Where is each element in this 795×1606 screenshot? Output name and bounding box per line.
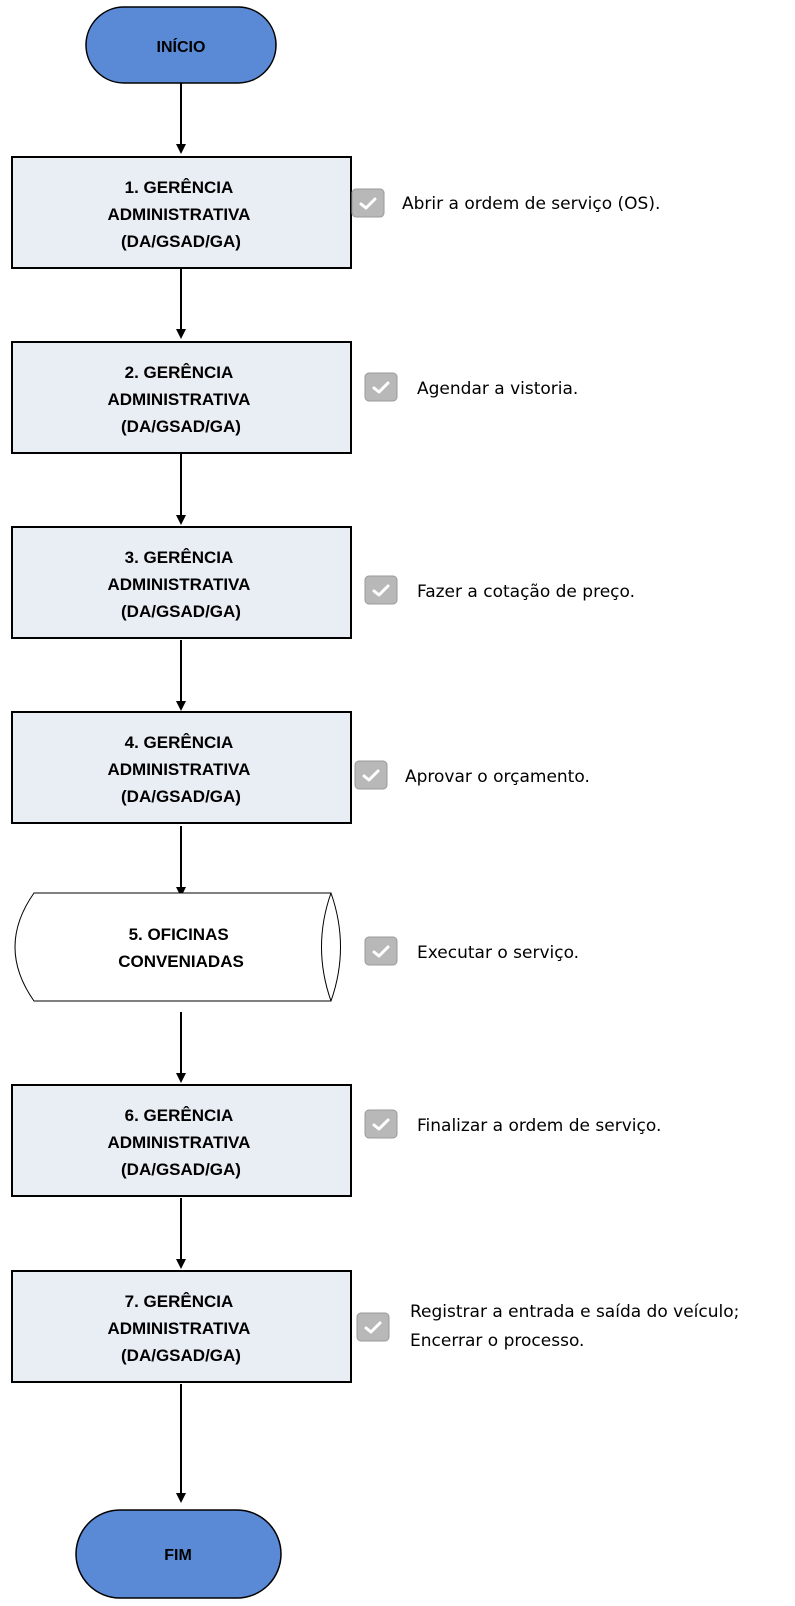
check-icon: [351, 188, 385, 218]
step-6-line-2: ADMINISTRATIVA: [107, 1133, 250, 1152]
check-icon: [364, 1109, 398, 1139]
step-6: 6. GERÊNCIA ADMINISTRATIVA (DA/GSAD/GA) …: [11, 1084, 661, 1197]
step-7-box: [11, 1270, 352, 1383]
step-2-title: 2. GERÊNCIA ADMINISTRATIVA (DA/GSAD/GA): [107, 363, 254, 436]
end-terminator-shape: [75, 1509, 282, 1599]
step-6-box: [11, 1084, 352, 1197]
step-1-note: Abrir a ordem de serviço (OS).: [402, 194, 660, 214]
step-1-box: [11, 156, 352, 269]
step-1-note-line-1: Abrir a ordem de serviço (OS).: [402, 194, 660, 214]
start-terminator-shape: [85, 6, 277, 84]
step-2-note-line-1: Agendar a vistoria.: [417, 379, 578, 399]
step-7: 7. GERÊNCIA ADMINISTRATIVA (DA/GSAD/GA) …: [11, 1270, 745, 1383]
step-4-note-line-1: Aprovar o orçamento.: [405, 767, 590, 787]
step-2: 2. GERÊNCIA ADMINISTRATIVA (DA/GSAD/GA) …: [11, 341, 578, 454]
step-7-line-3: (DA/GSAD/GA): [121, 1346, 241, 1365]
step-2-line-2: ADMINISTRATIVA: [107, 390, 250, 409]
step-7-line-1: 7. GERÊNCIA: [125, 1292, 233, 1311]
step-4-line-3: (DA/GSAD/GA): [121, 787, 241, 806]
step-4: 4. GERÊNCIA ADMINISTRATIVA (DA/GSAD/GA) …: [11, 711, 590, 824]
step-1-line-3: (DA/GSAD/GA): [121, 232, 241, 251]
check-icon: [356, 1312, 390, 1342]
step-1-line-1: 1. GERÊNCIA: [125, 178, 233, 197]
step-5-shape-inner-edge: [321, 892, 332, 1002]
check-icon: [364, 936, 398, 966]
step-6-note: Finalizar a ordem de serviço.: [417, 1116, 661, 1136]
step-7-note-line-2: Encerrar o processo.: [410, 1331, 584, 1351]
step-5-line-1: 5. OFICINAS: [129, 925, 229, 944]
step-5-title: 5. OFICINAS CONVENIADAS: [118, 925, 244, 971]
step-7-title: 7. GERÊNCIA ADMINISTRATIVA (DA/GSAD/GA): [107, 1292, 254, 1365]
step-3-note-line-1: Fazer a cotação de preço.: [417, 582, 635, 602]
step-1: 1. GERÊNCIA ADMINISTRATIVA (DA/GSAD/GA) …: [11, 156, 660, 269]
step-5-note-line-1: Executar o serviço.: [417, 943, 579, 963]
step-2-line-3: (DA/GSAD/GA): [121, 417, 241, 436]
step-7-note-line-1: Registrar a entrada e saída do veículo;: [410, 1302, 739, 1322]
step-6-title: 6. GERÊNCIA ADMINISTRATIVA (DA/GSAD/GA): [107, 1106, 254, 1179]
step-4-box: [11, 711, 352, 824]
end-label: FIM: [164, 1547, 192, 1564]
step-5-line-2: CONVENIADAS: [118, 952, 244, 971]
step-5-shape: [14, 892, 341, 1002]
step-4-line-1: 4. GERÊNCIA: [125, 733, 233, 752]
step-5-note: Executar o serviço.: [417, 943, 579, 963]
step-2-note: Agendar a vistoria.: [417, 379, 578, 399]
step-3-box: [11, 526, 352, 639]
step-1-line-2: ADMINISTRATIVA: [107, 205, 250, 224]
start-label: INÍCIO: [157, 37, 206, 56]
step-3-line-3: (DA/GSAD/GA): [121, 602, 241, 621]
step-4-line-2: ADMINISTRATIVA: [107, 760, 250, 779]
check-icon: [364, 575, 398, 605]
step-7-note: Registrar a entrada e saída do veículo; …: [410, 1302, 745, 1351]
end-terminator: FIM: [75, 1509, 282, 1599]
step-2-box: [11, 341, 352, 454]
check-icon: [364, 372, 398, 402]
step-3-note: Fazer a cotação de preço.: [417, 582, 635, 602]
check-icon: [354, 760, 388, 790]
step-3: 3. GERÊNCIA ADMINISTRATIVA (DA/GSAD/GA) …: [11, 526, 635, 639]
step-6-note-line-1: Finalizar a ordem de serviço.: [417, 1116, 661, 1136]
step-2-line-1: 2. GERÊNCIA: [125, 363, 233, 382]
step-5: 5. OFICINAS CONVENIADAS Executar o servi…: [14, 892, 579, 1002]
step-1-title: 1. GERÊNCIA ADMINISTRATIVA (DA/GSAD/GA): [107, 178, 254, 251]
step-4-note: Aprovar o orçamento.: [405, 767, 590, 787]
step-6-line-1: 6. GERÊNCIA: [125, 1106, 233, 1125]
step-6-line-3: (DA/GSAD/GA): [121, 1160, 241, 1179]
step-4-title: 4. GERÊNCIA ADMINISTRATIVA (DA/GSAD/GA): [107, 733, 254, 806]
step-3-line-1: 3. GERÊNCIA: [125, 548, 233, 567]
start-terminator: INÍCIO: [85, 6, 277, 84]
step-3-line-2: ADMINISTRATIVA: [107, 575, 250, 594]
step-7-line-2: ADMINISTRATIVA: [107, 1319, 250, 1338]
step-3-title: 3. GERÊNCIA ADMINISTRATIVA (DA/GSAD/GA): [107, 548, 254, 621]
